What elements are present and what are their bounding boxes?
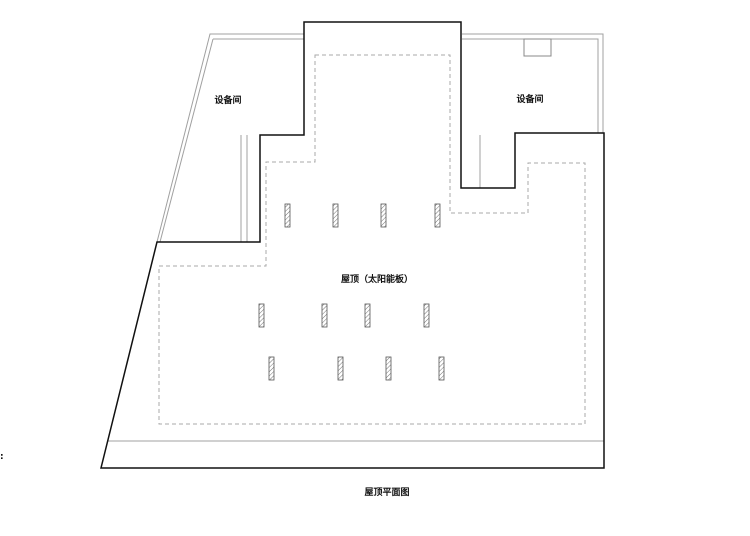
solar-area-outline (158, 54, 586, 425)
hatched-column (423, 303, 430, 328)
hatched-column (284, 203, 291, 228)
hatched-column (385, 356, 392, 381)
roof-outline (100, 21, 605, 469)
drawing-title: 屋顶平面图 (364, 487, 409, 498)
hatched-column (438, 356, 445, 381)
equipment-room-left-label: 设备间 (214, 94, 241, 106)
equipment-room-right-label: 设备间 (516, 93, 543, 105)
hatched-column (434, 203, 441, 228)
roof-hatch-box (523, 38, 552, 57)
roof-solar-label: 屋顶（太阳能板） (341, 273, 413, 285)
hatched-column (332, 203, 339, 228)
edge-mark: : (0, 452, 4, 462)
hatched-column (268, 356, 275, 381)
hatched-column (258, 303, 265, 328)
hatched-column (364, 303, 371, 328)
column-group (258, 203, 445, 381)
parapet-lines (107, 33, 604, 442)
hatched-column (337, 356, 344, 381)
hatched-column (380, 203, 387, 228)
hatched-column (321, 303, 328, 328)
